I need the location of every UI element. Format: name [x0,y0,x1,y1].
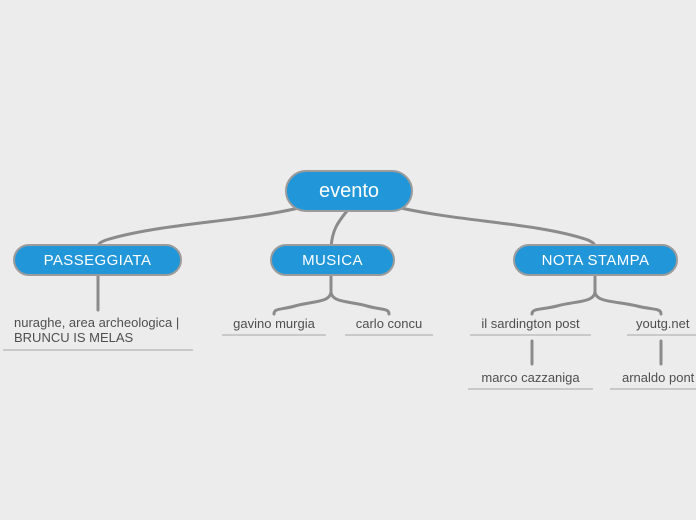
leaf-node-carlo-concu[interactable]: carlo concu [345,316,433,336]
branch-node-label: NOTA STAMPA [541,251,650,269]
leaf-node-label: arnaldo pont [622,370,695,385]
leaf-node-gavino-murgia[interactable]: gavino murgia [222,316,326,336]
connector-evento-musica [329,209,349,250]
branch-node-musica[interactable]: MUSICA [270,244,395,276]
leaf-node-youtg-net[interactable]: youtg.net [627,316,696,336]
branch-node-nota-stampa[interactable]: NOTA STAMPA [513,244,678,276]
connector-musica-gavino [272,290,333,316]
leaf-node-label-line1: nuraghe, area archeologica | [14,315,180,330]
connector-evento-notastampa [386,203,597,250]
connector-notastampa-youtg [593,290,663,316]
leaf-node-label: youtg.net [636,316,690,331]
root-node-evento[interactable]: evento [285,170,413,212]
leaf-node-label: marco cazzaniga [481,370,580,385]
branch-node-label: PASSEGGIATA [43,251,152,269]
leaf-node-il-sardington-post[interactable]: il sardington post [470,316,591,336]
connector-evento-passeggiata [96,203,312,250]
leaf-node-label-line2: BRUNCU IS MELAS [14,330,134,345]
connector-notastampa-sardington [530,290,597,316]
branch-node-label: MUSICA [302,251,363,269]
connector-musica-carlo [329,290,391,316]
leaf-node-nuraghe-bruncu-is-melas[interactable]: nuraghe, area archeologica | BRUNCU IS M… [3,315,193,351]
leaf-node-label: carlo concu [355,316,423,331]
leaf-node-label: gavino murgia [233,316,315,331]
leaf-node-marco-cazzaniga[interactable]: marco cazzaniga [468,370,593,390]
root-node-label: evento [318,179,380,202]
leaf-node-arnaldo-pont[interactable]: arnaldo pont [610,370,696,390]
branch-node-passeggiata[interactable]: PASSEGGIATA [13,244,182,276]
connector-group [96,203,663,366]
leaf-node-label: il sardington post [481,316,580,331]
